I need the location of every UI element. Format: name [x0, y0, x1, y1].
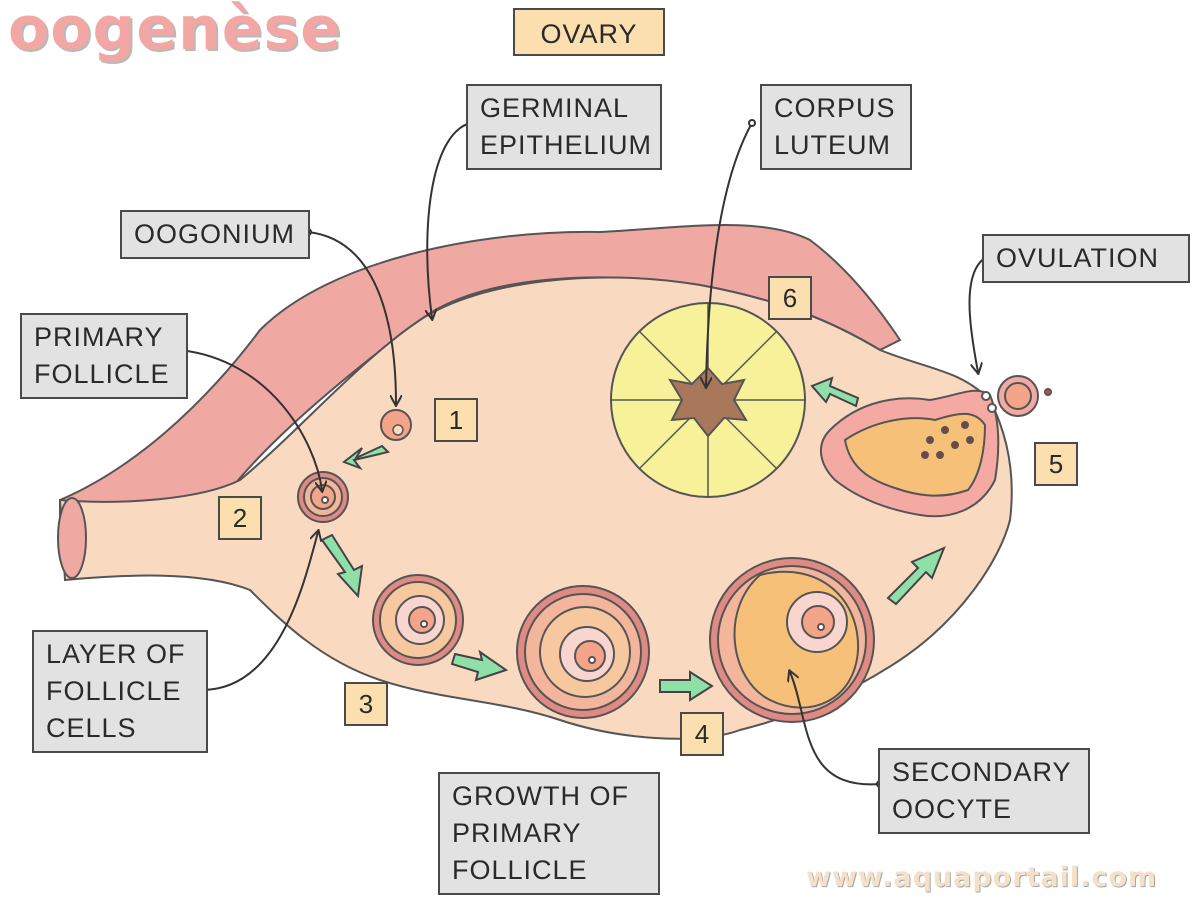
watermark-text: www.aquaportail.com	[806, 862, 1158, 893]
progression-arrows	[320, 376, 946, 702]
label-line: EPITHELIUM	[480, 130, 653, 160]
label-secondary-oocyte: SECONDARY OOCYTE	[878, 748, 1090, 834]
label-line: OOCYTE	[892, 794, 1013, 824]
step-number-6: 6	[768, 276, 812, 320]
label-ovary: OVARY	[513, 8, 665, 56]
label-line: GROWTH OF	[452, 781, 629, 811]
label-line: FOLLICLE	[46, 676, 182, 706]
label-oogonium: OOGONIUM	[120, 210, 310, 259]
label-line: PRIMARY	[452, 818, 582, 848]
leader-lines	[179, 122, 989, 786]
label-line: LAYER OF	[46, 639, 186, 669]
label-line: GERMINAL	[480, 93, 630, 123]
label-germinal-epithelium: GERMINAL EPITHELIUM	[466, 84, 662, 170]
primary-follicle-cell	[297, 471, 349, 523]
step-number-3: 3	[344, 682, 388, 726]
label-line: OOGONIUM	[134, 219, 295, 249]
label-line: CORPUS	[774, 93, 896, 123]
label-ovary-text: OVARY	[540, 19, 638, 49]
label-layer-of-follicle-cells: LAYER OF FOLLICLE CELLS	[32, 630, 208, 753]
label-line: FOLLICLE	[34, 359, 170, 389]
label-line: OVULATION	[996, 243, 1160, 273]
corpus-luteum-body	[610, 302, 806, 498]
label-line: SECONDARY	[892, 757, 1072, 787]
growing-follicle-stage3	[372, 574, 464, 666]
label-line: FOLLICLE	[452, 855, 588, 885]
growing-follicle-stage4	[516, 585, 650, 719]
label-line: CELLS	[46, 713, 137, 743]
page-title: oogenèse	[8, 0, 342, 64]
step-number-2: 2	[218, 496, 262, 540]
mature-follicle	[709, 557, 875, 723]
ovary-tube-opening	[57, 497, 87, 579]
step-number-4: 4	[680, 712, 724, 756]
germinal-epithelium-band	[59, 224, 902, 522]
label-primary-follicle: PRIMARY FOLLICLE	[20, 313, 188, 399]
step-number-1: 1	[434, 398, 478, 442]
label-ovulation: OVULATION	[982, 234, 1190, 283]
label-corpus-luteum: CORPUS LUTEUM	[760, 84, 912, 170]
label-growth-of-primary-follicle: GROWTH OF PRIMARY FOLLICLE	[438, 772, 660, 895]
released-oocyte	[981, 375, 1052, 417]
label-line: PRIMARY	[34, 322, 164, 352]
label-line: LUTEUM	[774, 130, 892, 160]
ruptured-follicle	[820, 389, 1000, 518]
step-number-5: 5	[1034, 442, 1078, 486]
